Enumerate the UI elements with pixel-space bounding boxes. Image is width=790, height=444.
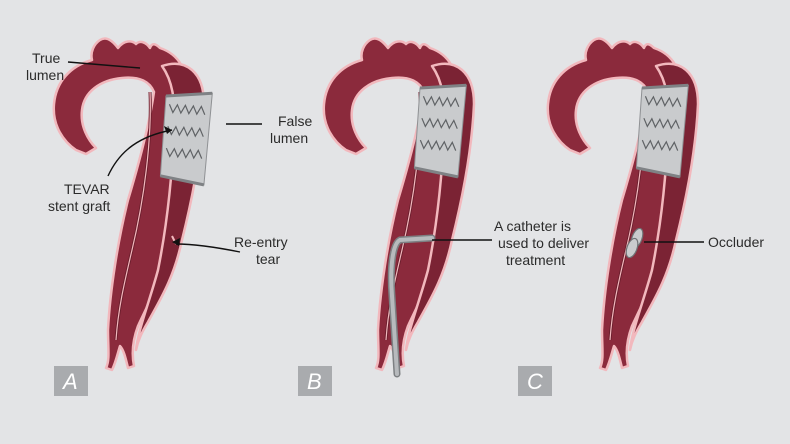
panel-c: Occluder C [518, 36, 764, 396]
label-catheter-2: used to deliver [498, 235, 589, 251]
label-catheter-3: treatment [506, 252, 565, 268]
arrowhead-tevar [164, 126, 172, 134]
label-catheter-1: A catheter is [494, 218, 571, 234]
catheter-highlight [389, 236, 434, 376]
label-false-lumen-1: False [278, 113, 312, 129]
panel-letter-b: B [307, 369, 322, 394]
label-tevar-2: stent graft [48, 198, 110, 214]
stent-graft-b [412, 80, 468, 179]
arrowhead-reentry [172, 238, 180, 246]
label-true-lumen-2: lumen [26, 67, 64, 83]
panel-letter-box-b [298, 366, 332, 396]
panel-letter-a: A [61, 369, 78, 394]
leader-reentry [175, 243, 241, 253]
panel-letter-c: C [527, 369, 543, 394]
leader-tevar [107, 129, 173, 177]
panel-b: A catheter is used to deliver treatment … [298, 36, 589, 396]
label-occluder: Occluder [708, 234, 764, 250]
label-reentry-1: Re-entry [234, 234, 288, 250]
stent-graft-c [634, 80, 690, 179]
occluder-device [625, 227, 644, 259]
panel-letter-box-a [54, 366, 88, 396]
label-false-lumen-2: lumen [270, 130, 308, 146]
label-true-lumen-1: True [32, 50, 60, 66]
panel-letter-box-c [518, 366, 552, 396]
label-tevar-1: TEVAR [64, 181, 110, 197]
panel-a: True lumen False lumen TEVAR stent graft… [26, 36, 312, 396]
leader-true-lumen [67, 61, 141, 69]
stent-graft-a [158, 88, 214, 187]
label-reentry-2: tear [256, 251, 280, 267]
